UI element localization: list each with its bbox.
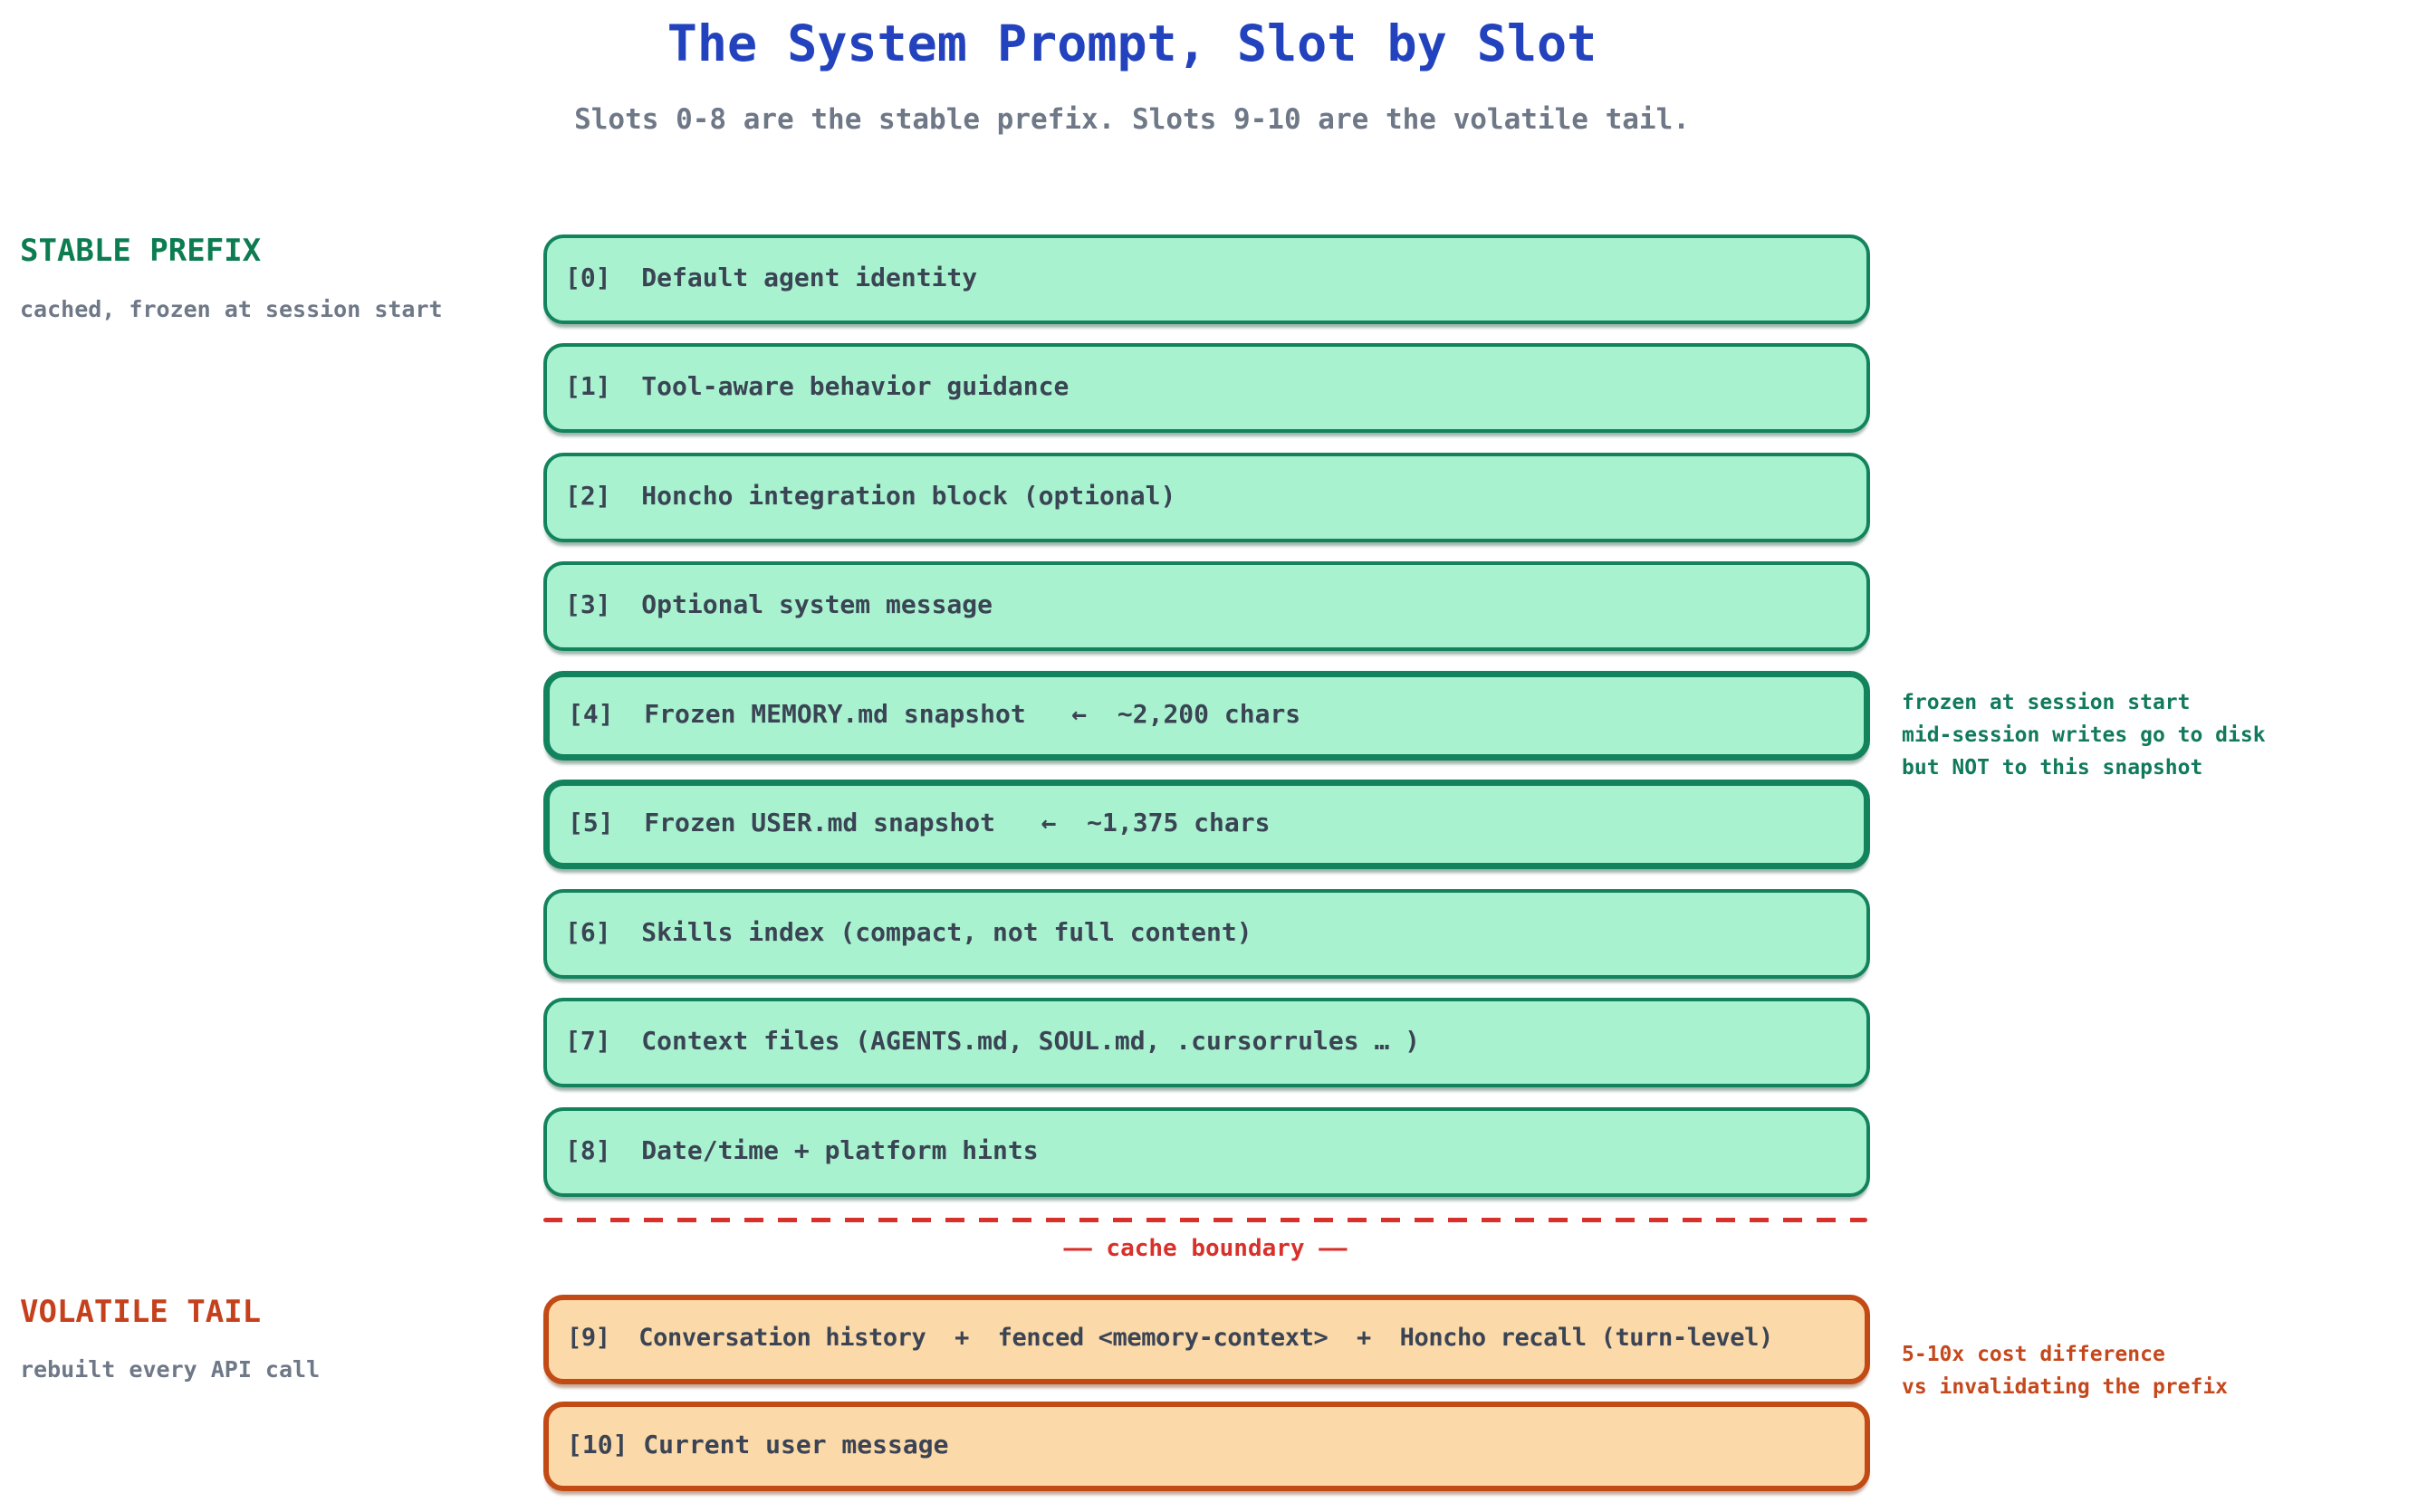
stable-prefix-heading: STABLE PREFIX xyxy=(20,233,262,269)
slot-box-4-frozen-memory: [4] Frozen MEMORY.md snapshot ← ~2,200 c… xyxy=(543,671,1870,761)
slot-box-7: [7] Context files (AGENTS.md, SOUL.md, .… xyxy=(543,998,1870,1087)
volatile-tail-heading: VOLATILE TAIL xyxy=(20,1294,262,1330)
cost-difference-note: 5-10x cost difference vs invalidating th… xyxy=(1902,1343,2229,1399)
page-title: The System Prompt, Slot by Slot xyxy=(667,14,1597,72)
slot-box-2: [2] Honcho integration block (optional) xyxy=(543,453,1870,542)
slot-box-1: [1] Tool-aware behavior guidance xyxy=(543,343,1870,433)
cache-boundary-line xyxy=(543,1218,1867,1222)
slot-box-5-frozen-user: [5] Frozen USER.md snapshot ← ~1,375 cha… xyxy=(543,780,1870,869)
cache-boundary-label: —— cache boundary —— xyxy=(1063,1235,1348,1262)
stable-prefix-caption: cached, frozen at session start xyxy=(20,296,443,322)
slot-box-8: [8] Date/time + platform hints xyxy=(543,1107,1870,1197)
slot-box-6: [6] Skills index (compact, not full cont… xyxy=(543,889,1870,979)
frozen-snapshot-note: frozen at session start mid-session writ… xyxy=(1902,691,2266,780)
volatile-tail-caption: rebuilt every API call xyxy=(20,1356,321,1383)
slot-box-10: [10] Current user message xyxy=(543,1402,1870,1491)
page-subtitle: Slots 0-8 are the stable prefix. Slots 9… xyxy=(574,103,1690,136)
slot-box-0: [0] Default agent identity xyxy=(543,234,1870,324)
slot-box-3: [3] Optional system message xyxy=(543,561,1870,651)
slot-box-9: [9] Conversation history + fenced <memor… xyxy=(543,1295,1870,1384)
